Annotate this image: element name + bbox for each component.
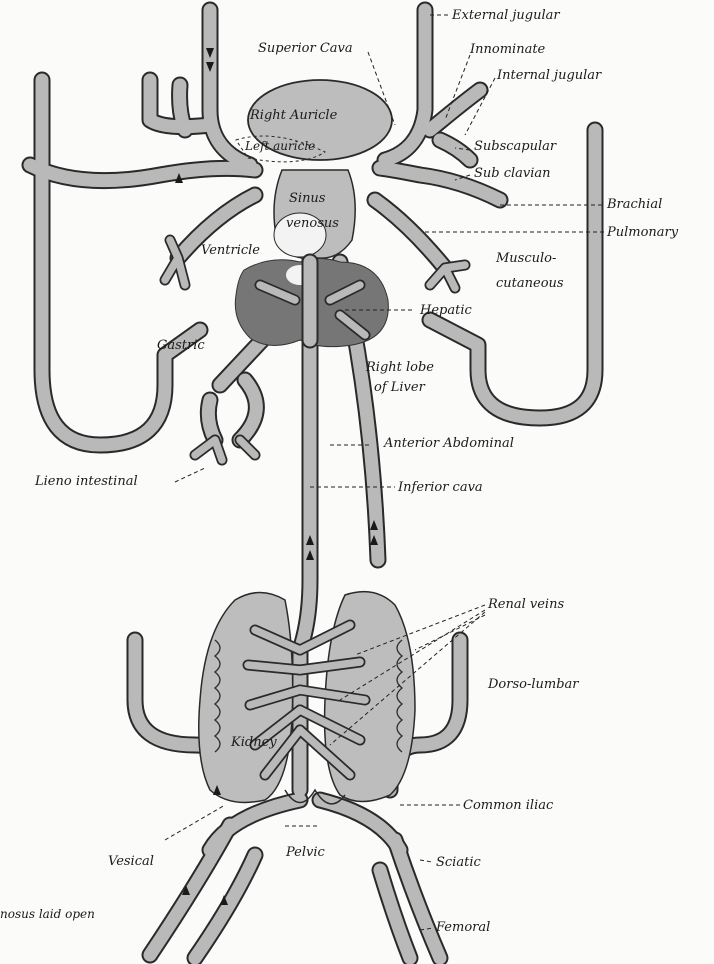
label-subscapular: Subscapular: [474, 139, 557, 154]
label-anterior-abdominal: Anterior Abdominal: [383, 436, 514, 451]
label-left-auricle: Left auricle: [244, 139, 315, 153]
label-dorso-lumbar: Dorso-lumbar: [487, 677, 579, 692]
label-sub-clavian: Sub clavian: [474, 166, 551, 181]
label-internal-jugular: Internal jugular: [496, 68, 602, 83]
label-innominate: Innominate: [469, 42, 546, 57]
label-sinus: Sinus: [289, 191, 326, 206]
label-hepatic: Hepatic: [419, 303, 472, 318]
label-gastric: Gastric: [157, 338, 205, 353]
label-external-jugular: External jugular: [451, 8, 560, 23]
label-lieno-intestinal: Lieno intestinal: [34, 474, 138, 489]
label-venosus: venosus: [286, 216, 339, 231]
label-femoral: Femoral: [435, 920, 490, 935]
label-superior-cava: Superior Cava: [258, 41, 353, 56]
label-ventricle: Ventricle: [201, 243, 260, 258]
label-inferior-cava: Inferior cava: [397, 480, 483, 495]
label-kidney: Kidney: [230, 735, 277, 750]
label-cutaneous: cutaneous: [496, 276, 564, 291]
label-right-auricle: Right Auricle: [249, 108, 338, 123]
label-sciatic: Sciatic: [436, 855, 481, 870]
label-musculo: Musculo-: [495, 251, 556, 266]
label-right-lobe: Right lobe: [365, 360, 434, 375]
label-sinus-laid-open: nosus laid open: [0, 907, 95, 921]
label-pelvic: Pelvic: [285, 845, 326, 860]
liver: [235, 259, 388, 347]
label-vesical: Vesical: [108, 854, 154, 869]
label-pulmonary: Pulmonary: [606, 225, 679, 240]
label-renal-veins: Renal veins: [487, 597, 564, 612]
label-common-iliac: Common iliac: [463, 798, 554, 813]
label-brachial: Brachial: [606, 197, 662, 212]
label-of-liver: of Liver: [374, 380, 426, 395]
